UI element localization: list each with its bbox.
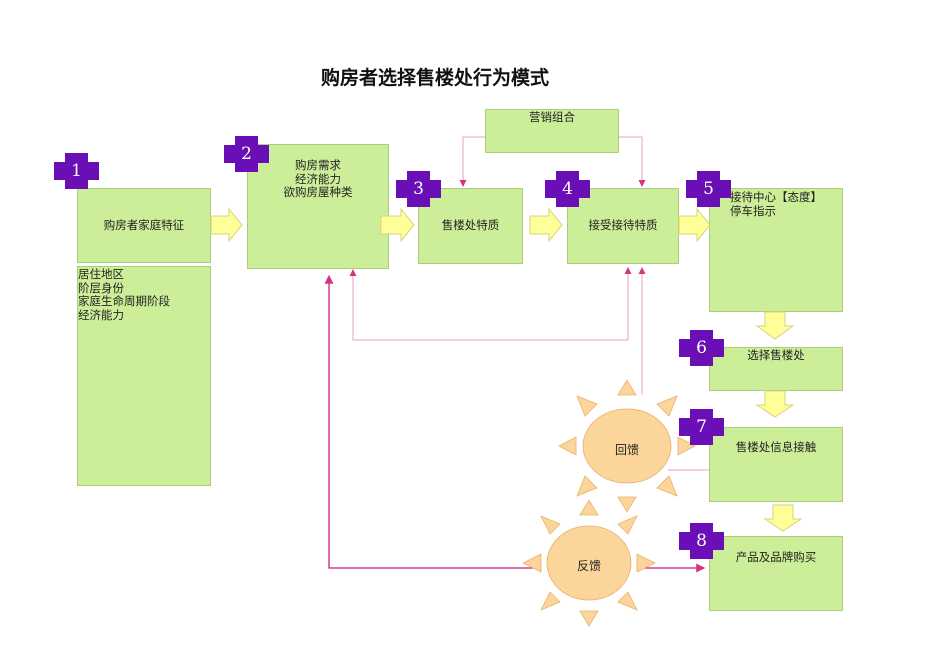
marketing-to-reception-line bbox=[619, 136, 646, 187]
needs-item: 购房需求 bbox=[295, 158, 341, 172]
step-badge-5: 5 bbox=[686, 171, 731, 207]
step-badge-8: 8 bbox=[679, 523, 724, 559]
choose-sales-office-label: 选择售楼处 bbox=[747, 348, 805, 362]
loop-to-needs-line bbox=[349, 269, 628, 341]
feedback-label: 反馈 bbox=[576, 559, 601, 573]
feedback-to-needs-line bbox=[324, 274, 540, 569]
sales-office-quality-label: 售楼处特质 bbox=[441, 218, 500, 233]
marketing-to-sales-office-line bbox=[459, 136, 485, 187]
choose-sales-office-box: 选择售楼处 bbox=[709, 347, 843, 391]
step-number: 6 bbox=[696, 338, 707, 358]
step-number: 3 bbox=[413, 179, 424, 199]
step-badge-1: 1 bbox=[54, 153, 99, 189]
family-detail-item: 居住地区 bbox=[78, 267, 124, 281]
needs-item: 经济能力 bbox=[295, 171, 341, 186]
step-number: 4 bbox=[562, 179, 573, 199]
needs-item: 欲购房屋种类 bbox=[283, 185, 353, 199]
family-detail-item: 家庭生命周期阶段 bbox=[78, 294, 170, 308]
step-badge-6: 6 bbox=[679, 330, 724, 366]
family-detail-item: 经济能力 bbox=[78, 307, 124, 322]
purchase-box: 产品及品牌购买 bbox=[709, 536, 843, 611]
sales-office-quality-box: 售楼处特质 bbox=[418, 188, 523, 264]
reception-quality-label: 接受接待特质 bbox=[588, 218, 658, 233]
needs-box: 购房需求 经济能力 欲购房屋种类 bbox=[247, 144, 389, 269]
family-features-box: 购房者家庭特征 bbox=[77, 188, 211, 263]
step-number: 8 bbox=[696, 531, 707, 551]
purchase-label: 产品及品牌购买 bbox=[735, 550, 817, 564]
step-badge-2: 2 bbox=[224, 136, 269, 172]
step-badge-4: 4 bbox=[545, 171, 590, 207]
family-detail-item: 阶层身份 bbox=[78, 280, 124, 295]
info-contact-box: 售楼处信息接触 bbox=[709, 427, 843, 502]
reception-quality-box: 接受接待特质 bbox=[567, 188, 679, 264]
family-details-box: 居住地区 阶层身份 家庭生命周期阶段 经济能力 bbox=[77, 266, 211, 486]
marketing-mix-label: 营销组合 bbox=[529, 110, 575, 124]
family-features-label: 购房者家庭特征 bbox=[103, 217, 185, 232]
reception-center-item: 停车指示 bbox=[730, 203, 776, 218]
step-badge-7: 7 bbox=[679, 409, 724, 445]
info-contact-label: 售楼处信息接触 bbox=[735, 440, 817, 454]
step-number: 7 bbox=[696, 417, 707, 437]
marketing-mix-box: 营销组合 bbox=[485, 109, 619, 153]
step-number: 1 bbox=[71, 161, 82, 181]
page-title: 购房者选择售楼处行为模式 bbox=[320, 67, 549, 89]
return-feedback-label: 回馈 bbox=[614, 443, 639, 457]
step-number: 5 bbox=[703, 179, 714, 199]
reception-center-item: 接待中心【态度】 bbox=[730, 190, 822, 204]
step-badge-3: 3 bbox=[396, 171, 441, 207]
reception-center-box: 接待中心【态度】 停车指示 bbox=[709, 188, 843, 312]
step-number: 2 bbox=[241, 144, 252, 164]
